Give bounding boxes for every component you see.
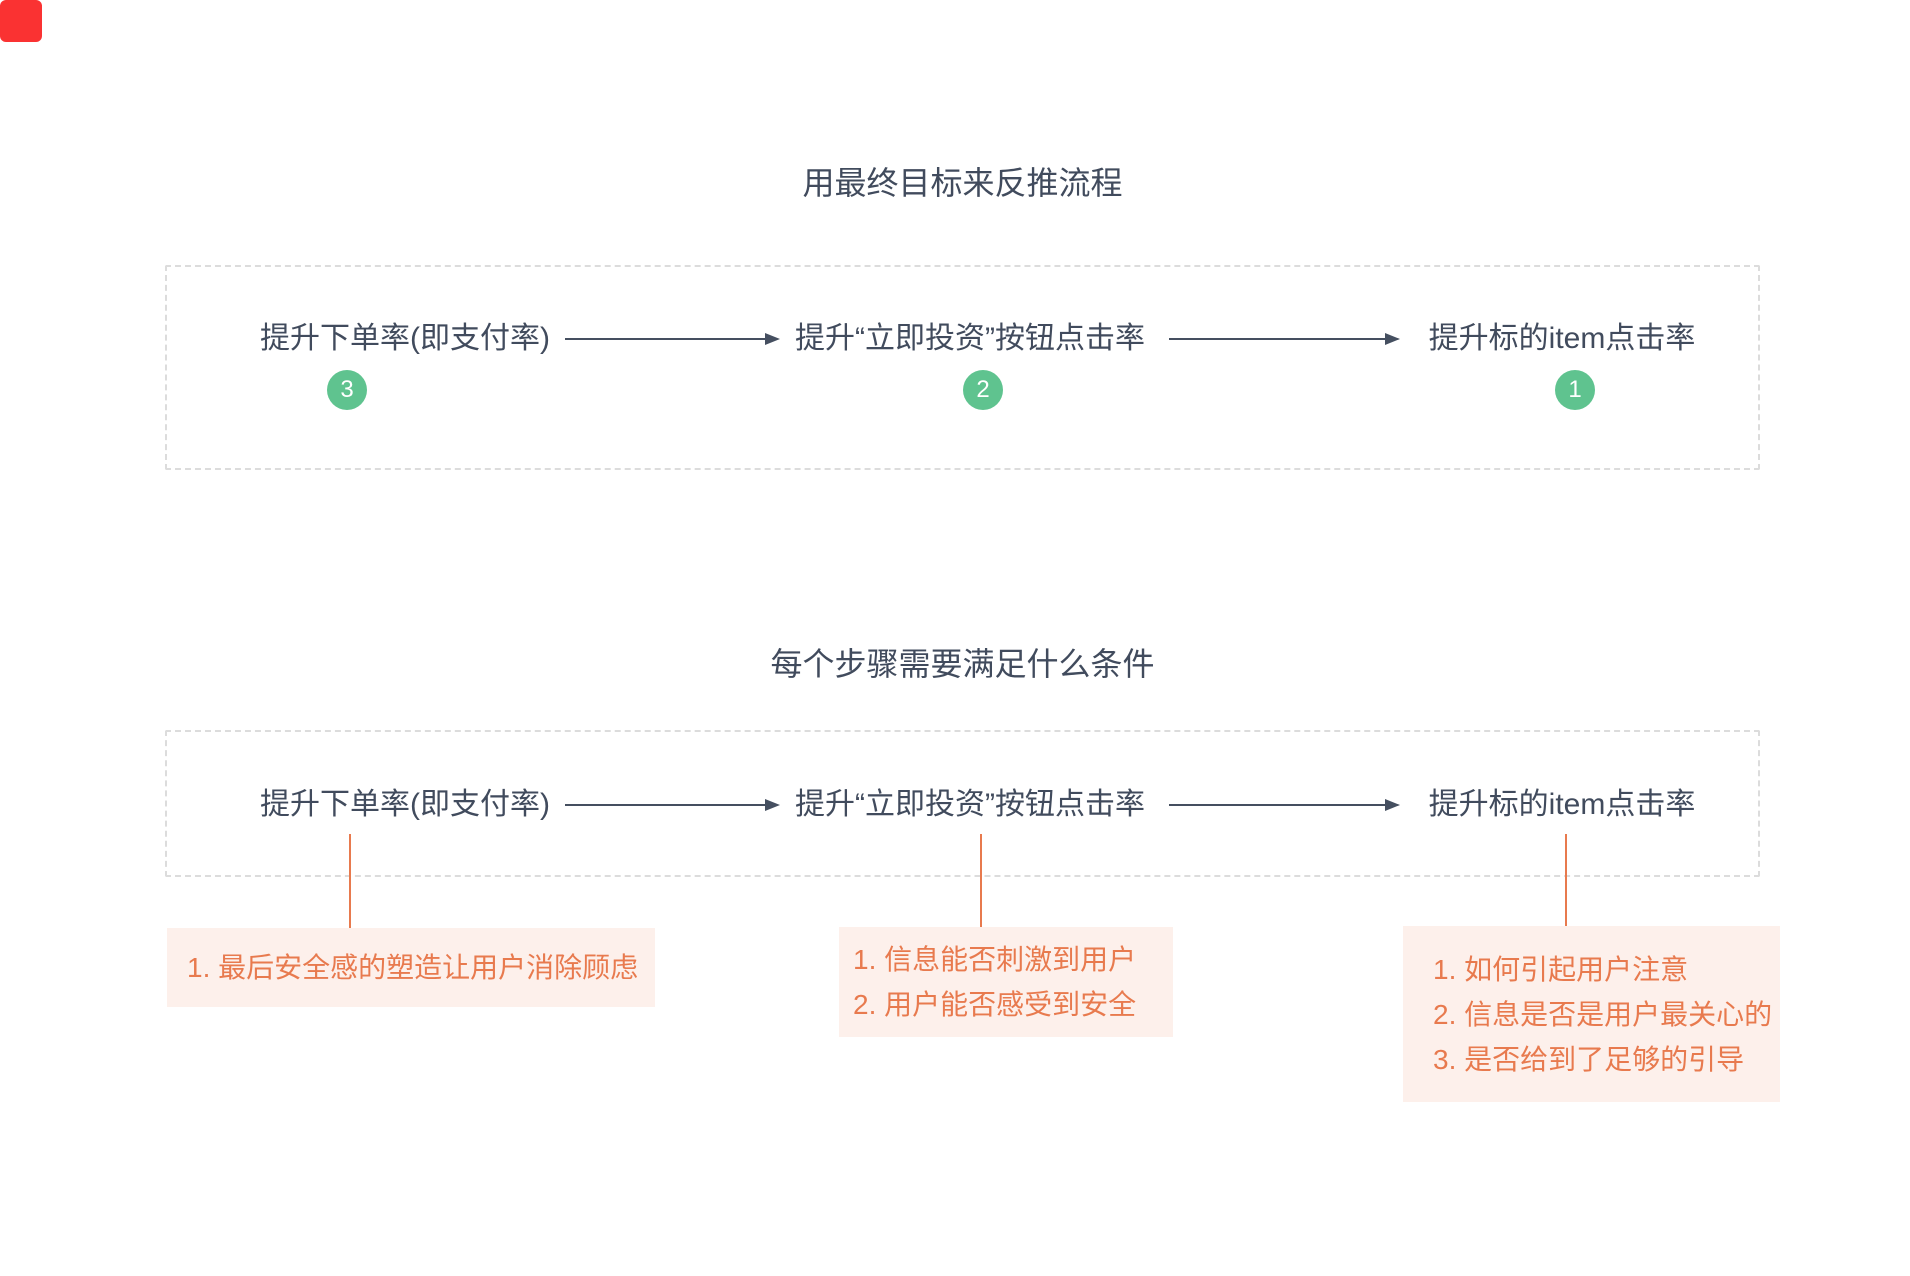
red-marker-square xyxy=(0,0,42,42)
note-item: 1. 信息能否刺激到用户 xyxy=(853,944,1137,975)
connector-line-2 xyxy=(980,834,982,928)
flow1-node-order-rate: 提升下单率(即支付率) xyxy=(260,322,550,355)
flow2-node-invest-button: 提升“立即投资”按钮点击率 xyxy=(795,788,1145,821)
arrow-shaft xyxy=(565,804,765,806)
arrow-head-icon xyxy=(765,333,780,345)
flow2-arrow-1 xyxy=(565,799,780,811)
flow1-arrow-1 xyxy=(565,333,780,345)
note-item: 3. 是否给到了足够的引导 xyxy=(1433,1043,1745,1075)
note-box-invest-button: 1. 信息能否刺激到用户 2. 用户能否感受到安全 xyxy=(839,927,1173,1037)
arrow-shaft xyxy=(1169,804,1385,806)
note-box-item-click: 1. 如何引起用户注意 2. 信息是否是用户最关心的 3. 是否给到了足够的引导 xyxy=(1403,926,1780,1102)
section2-title: 每个步骤需要满足什么条件 xyxy=(770,646,1155,682)
step-badge-3: 3 xyxy=(327,370,367,410)
connector-line-3 xyxy=(1565,834,1567,928)
note-box-order-rate: 1. 最后安全感的塑造让用户消除顾虑 xyxy=(167,928,655,1007)
arrow-shaft xyxy=(1169,338,1385,340)
section2-flow-box xyxy=(165,730,1760,877)
step-badge-1: 1 xyxy=(1555,370,1595,410)
flow1-node-invest-button: 提升“立即投资”按钮点击率 xyxy=(795,322,1145,355)
flow1-arrow-2 xyxy=(1169,333,1400,345)
note-item: 2. 信息是否是用户最关心的 xyxy=(1433,998,1773,1030)
arrow-shaft xyxy=(565,338,765,340)
step-badge-2: 2 xyxy=(963,370,1003,410)
note-item: 2. 用户能否感受到安全 xyxy=(853,989,1137,1020)
arrow-head-icon xyxy=(1385,333,1400,345)
connector-line-1 xyxy=(349,834,351,928)
flow2-arrow-2 xyxy=(1169,799,1400,811)
section1-flow-box xyxy=(165,265,1760,470)
flow2-node-order-rate: 提升下单率(即支付率) xyxy=(260,788,550,821)
flow1-node-item-click: 提升标的item点击率 xyxy=(1428,322,1696,355)
note-item: 1. 如何引起用户注意 xyxy=(1433,953,1689,985)
note-item: 1. 最后安全感的塑造让用户消除顾虑 xyxy=(187,952,639,983)
section1-title: 用最终目标来反推流程 xyxy=(802,165,1123,201)
flow2-node-item-click: 提升标的item点击率 xyxy=(1428,788,1696,821)
arrow-head-icon xyxy=(1385,799,1400,811)
arrow-head-icon xyxy=(765,799,780,811)
